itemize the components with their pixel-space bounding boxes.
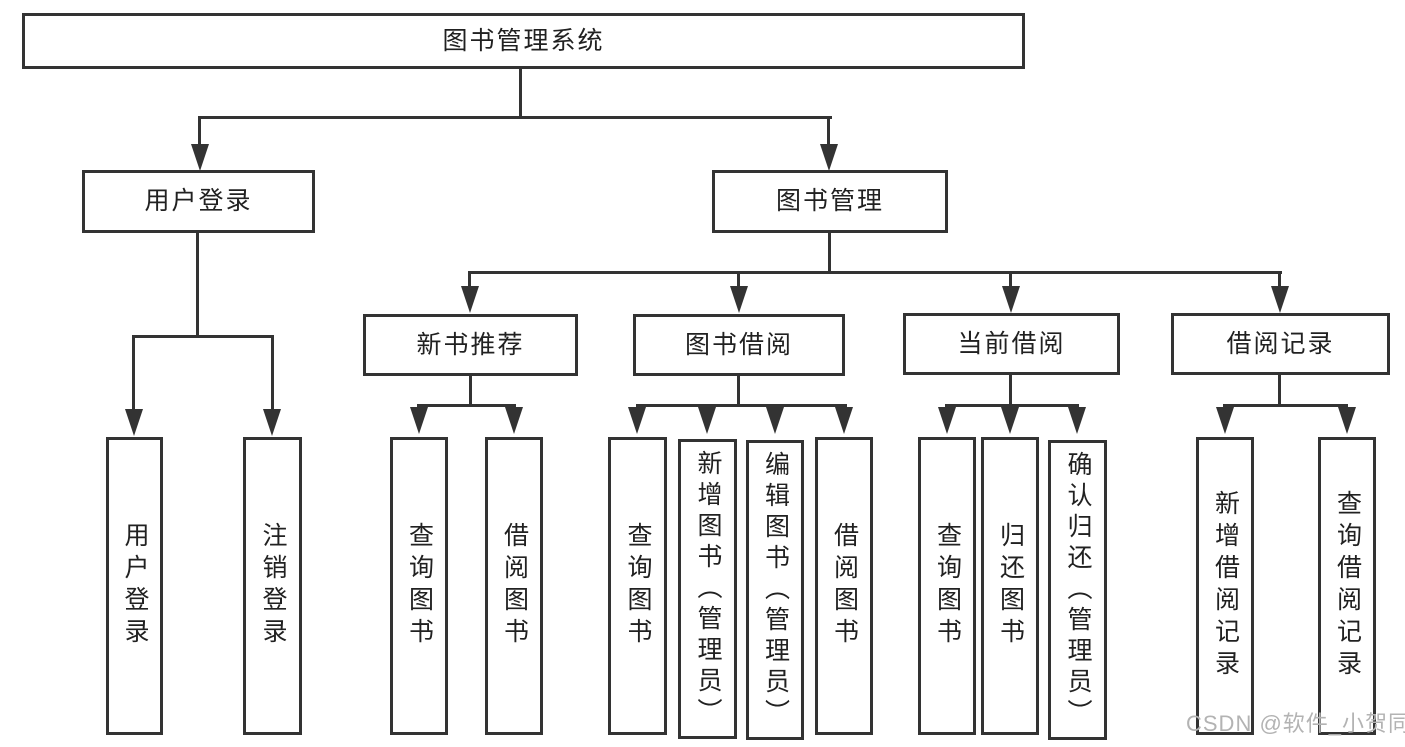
connector-login-stem xyxy=(196,231,199,337)
leaf-borrow-query-books: 查询图书 xyxy=(608,437,667,735)
connector-root-arm-left xyxy=(198,119,201,145)
leaf-current-query-books: 查询图书 xyxy=(918,437,976,735)
arrow-down-icon xyxy=(628,407,646,434)
arrow-down-icon xyxy=(766,407,784,434)
connector-mgmt-arm-1 xyxy=(468,274,471,287)
node-book-management: 图书管理 xyxy=(712,170,948,233)
node-book-management-label: 图书管理 xyxy=(775,187,884,215)
leaf-label: 新增借阅记录 xyxy=(1211,490,1240,682)
connector-login-hbar xyxy=(132,335,274,338)
node-new-book-recommend: 新书推荐 xyxy=(363,314,578,376)
leaf-borrow-books: 借阅图书 xyxy=(815,437,873,735)
leaf-user-login: 用户登录 xyxy=(106,437,163,735)
leaf-label: 确认归还（管理员） xyxy=(1064,450,1092,730)
connector-recommend-hbar xyxy=(417,404,516,407)
leaf-label: 查询图书 xyxy=(405,522,434,650)
node-root: 图书管理系统 xyxy=(22,13,1025,69)
arrow-down-icon xyxy=(125,409,143,436)
node-current-borrow: 当前借阅 xyxy=(903,313,1120,375)
node-borrow-records-label: 借阅记录 xyxy=(1226,329,1335,358)
leaf-add-borrow-record: 新增借阅记录 xyxy=(1196,437,1254,735)
arrow-down-icon xyxy=(505,407,523,434)
leaf-label: 查询借阅记录 xyxy=(1333,490,1362,682)
leaf-label: 借阅图书 xyxy=(500,522,529,650)
connector-mgmt-arm-3 xyxy=(1009,274,1012,287)
arrow-down-icon xyxy=(1271,286,1289,313)
arrow-down-icon xyxy=(263,409,281,436)
node-new-book-recommend-label: 新书推荐 xyxy=(416,330,525,359)
leaf-recommend-query-books: 查询图书 xyxy=(390,437,448,735)
connector-borrow-hbar xyxy=(636,404,847,407)
connector-records-stem xyxy=(1278,373,1281,407)
arrow-down-icon xyxy=(1216,407,1234,434)
arrow-down-icon xyxy=(461,286,479,313)
node-borrow-records: 借阅记录 xyxy=(1171,313,1390,375)
arrow-down-icon xyxy=(1001,407,1019,434)
leaf-label: 借阅图书 xyxy=(830,522,859,650)
arrow-down-icon xyxy=(938,407,956,434)
connector-login-arm-right xyxy=(271,338,274,410)
leaf-label: 查询图书 xyxy=(933,522,962,650)
leaf-label: 新增图书（管理员） xyxy=(694,449,722,729)
node-book-borrow-label: 图书借阅 xyxy=(684,330,793,359)
leaf-edit-books-admin: 编辑图书（管理员） xyxy=(746,440,804,740)
leaf-query-borrow-record: 查询借阅记录 xyxy=(1318,437,1376,735)
arrow-down-icon xyxy=(835,407,853,434)
connector-root-stem xyxy=(519,68,522,118)
connector-recommend-stem xyxy=(469,374,472,407)
leaf-recommend-borrow-books: 借阅图书 xyxy=(485,437,543,735)
node-user-login-label: 用户登录 xyxy=(144,187,253,215)
arrow-down-icon xyxy=(410,407,428,434)
node-root-label: 图书管理系统 xyxy=(442,26,605,55)
connector-mgmt-arm-4 xyxy=(1278,274,1281,287)
connector-mgmt-arm-2 xyxy=(737,274,740,287)
watermark-text: CSDN @软件_小贺同学 xyxy=(1186,711,1405,736)
leaf-label: 编辑图书（管理员） xyxy=(761,450,790,730)
arrow-down-icon xyxy=(1338,407,1356,434)
connector-borrow-stem xyxy=(737,374,740,407)
node-current-borrow-label: 当前借阅 xyxy=(957,329,1066,358)
connector-records-hbar xyxy=(1223,404,1348,407)
connector-root-hbar xyxy=(198,116,832,119)
leaf-confirm-return-admin: 确认归还（管理员） xyxy=(1048,440,1107,740)
connector-root-arm-right xyxy=(827,119,830,145)
node-book-borrow: 图书借阅 xyxy=(633,314,845,376)
arrow-down-icon xyxy=(730,286,748,313)
connector-current-hbar xyxy=(945,404,1079,407)
arrow-down-icon xyxy=(1002,286,1020,313)
connector-current-stem xyxy=(1009,373,1012,407)
leaf-logout-label: 注销登录 xyxy=(259,522,287,650)
leaf-label: 归还图书 xyxy=(996,522,1025,650)
arrow-down-icon xyxy=(1068,407,1086,434)
leaf-user-login-label: 用户登录 xyxy=(121,522,149,650)
arrow-down-icon xyxy=(698,407,716,434)
connector-mgmt-stem xyxy=(828,231,831,272)
leaf-return-books: 归还图书 xyxy=(981,437,1039,735)
leaf-label: 查询图书 xyxy=(624,522,652,650)
connector-mgmt-hbar xyxy=(468,271,1282,274)
leaf-add-books-admin: 新增图书（管理员） xyxy=(678,439,737,739)
connector-login-arm-left xyxy=(132,338,135,410)
leaf-logout: 注销登录 xyxy=(243,437,302,735)
arrow-down-icon xyxy=(191,144,209,171)
arrow-down-icon xyxy=(820,144,838,171)
node-user-login: 用户登录 xyxy=(82,170,315,233)
